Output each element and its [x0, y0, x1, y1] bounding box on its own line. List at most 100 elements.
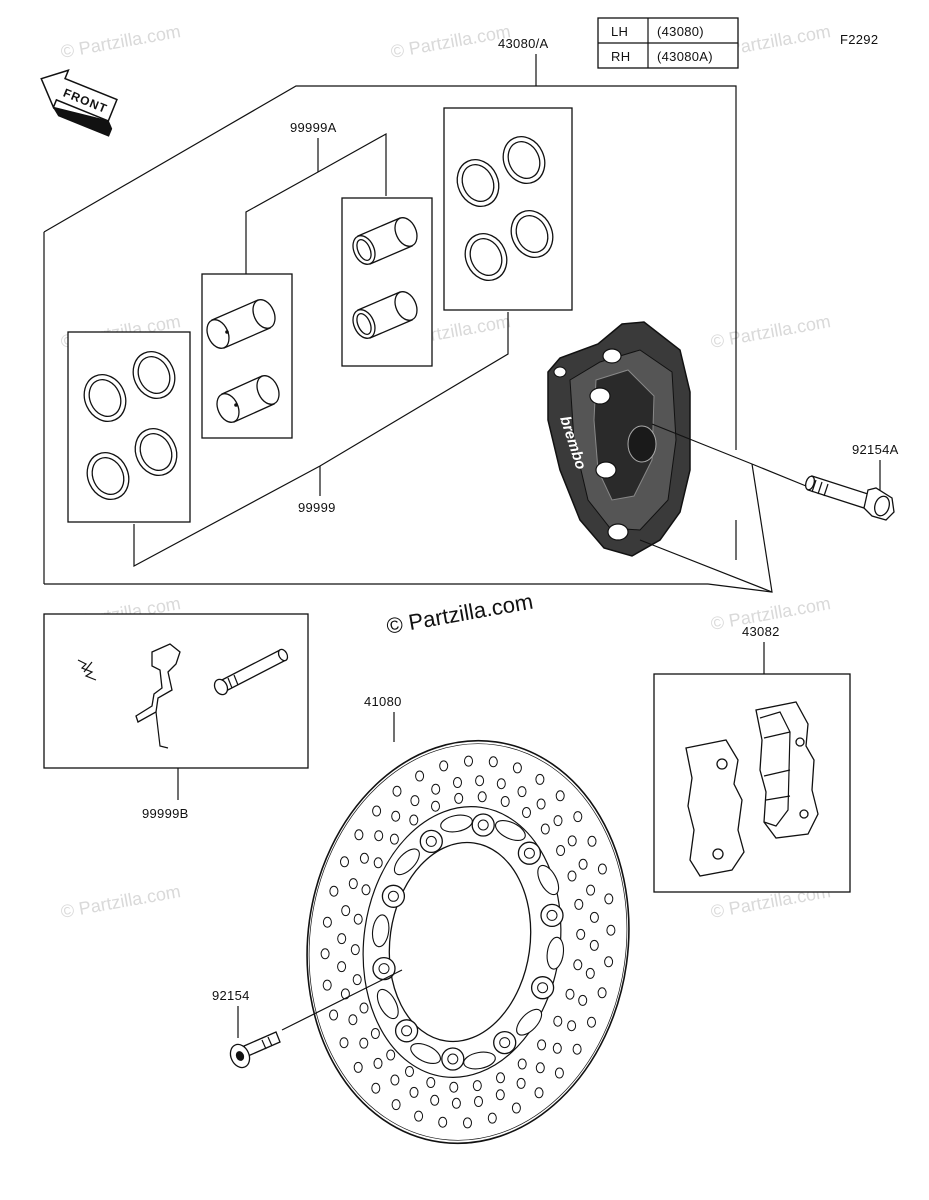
pad-set-box — [653, 673, 851, 893]
drill-hole — [389, 833, 399, 845]
drill-hole — [597, 863, 607, 875]
seal-set-box-left — [67, 331, 191, 523]
callout-92154: 92154 — [212, 988, 250, 1003]
drill-hole — [535, 773, 545, 785]
drill-hole — [390, 1074, 400, 1086]
caliper-bolt — [804, 475, 895, 521]
drill-hole — [409, 1086, 419, 1098]
drill-hole — [322, 916, 332, 928]
drill-hole — [354, 829, 364, 841]
drill-hole — [517, 786, 527, 798]
drill-hole — [372, 805, 382, 817]
drill-hole — [567, 835, 577, 847]
drill-hole — [353, 913, 363, 925]
drill-hole — [516, 1077, 526, 1089]
drill-hole — [495, 1089, 505, 1101]
drill-hole — [578, 858, 588, 870]
drill-hole — [409, 814, 419, 826]
drill-hole — [535, 1062, 545, 1074]
drill-hole — [587, 835, 597, 847]
drill-hole — [589, 939, 599, 951]
drill-hole — [329, 885, 339, 897]
drill-hole — [597, 987, 607, 999]
drill-hole — [339, 1037, 349, 1049]
drill-hole — [454, 792, 464, 804]
floater-button-hole — [523, 847, 535, 859]
piston-box-small — [341, 197, 433, 367]
drill-hole — [348, 1014, 358, 1026]
drill-hole — [374, 830, 384, 842]
drill-hole — [587, 1016, 596, 1028]
drill-hole — [487, 1112, 497, 1124]
drill-hole — [392, 785, 402, 797]
center-watermark: © Partzilla.com — [385, 589, 535, 639]
drill-hole — [415, 770, 425, 782]
carrier-slot — [463, 1051, 496, 1070]
floater-button-hole — [387, 890, 399, 902]
drill-hole — [553, 815, 563, 827]
floater-button-hole — [425, 835, 437, 847]
drill-hole — [430, 1094, 440, 1106]
drill-hole — [359, 852, 369, 864]
drill-hole — [589, 911, 599, 923]
drill-hole — [554, 1067, 564, 1079]
drill-hole — [449, 1081, 459, 1093]
drill-hole — [556, 845, 566, 856]
brake-disc — [306, 739, 630, 1145]
floater-button-hole — [378, 963, 390, 975]
drill-hole — [463, 1117, 472, 1129]
carrier-slot — [495, 819, 526, 842]
watermark: © Partzilla.com — [59, 881, 182, 922]
drill-hole — [555, 790, 565, 802]
drill-hole — [386, 1049, 396, 1061]
drill-hole — [576, 928, 586, 940]
carrier-slot — [376, 988, 399, 1020]
carrier-slot — [393, 848, 420, 876]
drill-hole — [371, 1082, 381, 1094]
drill-hole — [373, 857, 383, 869]
drill-hole — [359, 1037, 369, 1049]
drill-hole — [391, 1099, 401, 1111]
drill-hole — [439, 760, 449, 772]
drill-hole — [414, 1110, 424, 1122]
floater-button-hole — [401, 1025, 413, 1037]
drill-hole — [567, 1020, 577, 1032]
drill-hole — [536, 798, 546, 810]
drill-hole — [522, 807, 531, 818]
drill-hole — [572, 1043, 582, 1055]
drill-hole — [565, 988, 575, 1000]
leader-99999 — [133, 312, 509, 568]
drill-hole — [534, 1087, 544, 1099]
drill-hole — [496, 1072, 505, 1084]
leader-99999A — [245, 132, 387, 274]
drill-hole — [352, 974, 362, 986]
carrier-slot — [516, 1008, 543, 1036]
carrier-slot — [440, 814, 473, 833]
variant-code: (43080A) — [657, 49, 713, 64]
drill-hole — [604, 956, 614, 968]
drill-hole — [574, 898, 584, 910]
drill-hole — [340, 856, 349, 868]
floater-button-hole — [537, 982, 549, 994]
drill-hole — [353, 1061, 363, 1073]
disc-bolt — [229, 1031, 281, 1069]
drill-hole — [350, 944, 360, 956]
callout-99999: 99999 — [298, 500, 336, 515]
drill-hole — [359, 1002, 369, 1014]
floater-button-hole — [477, 819, 489, 831]
variant-table: LH (43080) RH (43080A) — [597, 17, 739, 69]
drill-hole — [373, 1057, 383, 1069]
seal-set-box-right — [443, 107, 573, 311]
piston-box-large — [201, 273, 293, 439]
floater-button-hole — [499, 1037, 511, 1049]
drill-hole — [320, 948, 330, 960]
callout-43080A: 43080/A — [498, 36, 549, 51]
drill-hole — [431, 800, 440, 812]
drill-hole — [517, 1058, 527, 1070]
drill-hole — [496, 778, 506, 790]
drill-hole — [322, 979, 332, 991]
drill-hole — [405, 1066, 414, 1077]
disc-drill-holes — [320, 755, 616, 1129]
drill-hole — [488, 756, 498, 768]
